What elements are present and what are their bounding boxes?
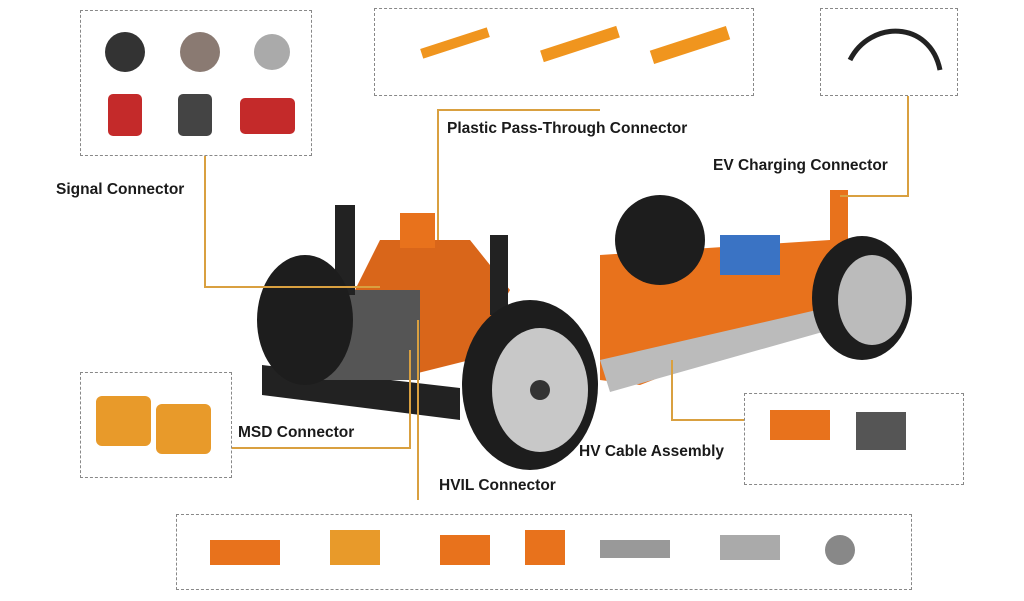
signal-connector-gallery xyxy=(80,10,312,156)
ev-chassis-image xyxy=(257,190,912,470)
connector-product-strip xyxy=(176,514,912,590)
hvil-connector-label: HVIL Connector xyxy=(439,477,556,494)
msd-connector-label: MSD Connector xyxy=(238,424,355,441)
msd-connector-gallery xyxy=(80,372,232,478)
pass-through-connector-gallery xyxy=(374,8,754,96)
signal-connector-label: Signal Connector xyxy=(56,181,185,198)
hv-cable-gallery xyxy=(744,393,964,485)
ev-charging-connector-label: EV Charging Connector xyxy=(713,157,888,174)
hv-cable-assembly-label: HV Cable Assembly xyxy=(579,443,725,460)
pass-through-connector-label: Plastic Pass-Through Connector xyxy=(447,120,688,137)
leader-lines xyxy=(204,96,909,500)
connector-thumbnails xyxy=(96,25,943,565)
ev-charging-connector-gallery xyxy=(820,8,958,96)
